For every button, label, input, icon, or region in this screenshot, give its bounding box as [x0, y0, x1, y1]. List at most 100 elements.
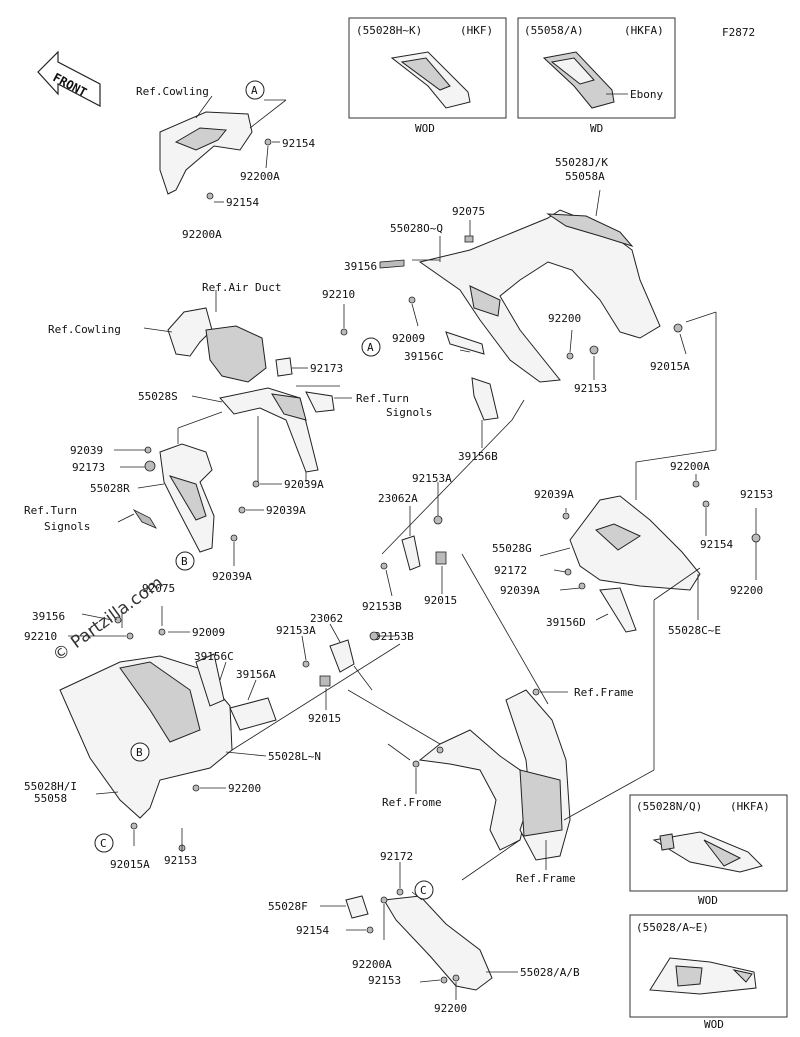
- part-label: 55028C~E: [668, 624, 721, 637]
- part-label: 39156A: [236, 668, 276, 681]
- air-duct-group: [143, 290, 352, 473]
- upper-cowling-group: [159, 95, 287, 203]
- part-label: 92153: [368, 974, 401, 987]
- svg-text:B: B: [136, 746, 143, 759]
- part-label: 92200: [228, 782, 261, 795]
- part-label: 92039A: [212, 570, 252, 583]
- part-label: 92210: [24, 630, 57, 643]
- under-cover-group: [320, 862, 518, 1000]
- svg-text:A: A: [251, 84, 258, 97]
- part-label: 55028S: [138, 390, 178, 403]
- part-label: 92200: [548, 312, 581, 325]
- svg-text:(HKFA): (HKFA): [624, 24, 664, 37]
- part-label: 55028L~N: [268, 750, 321, 763]
- callout-c-low: C: [94, 833, 114, 853]
- part-label: 23062A: [378, 492, 418, 505]
- center-bracket-group: [380, 399, 549, 705]
- part-label: 92154: [282, 137, 315, 150]
- part-label: 92200A: [352, 958, 392, 971]
- svg-text:(HKF): (HKF): [460, 24, 493, 37]
- left-lower-fairing: [59, 606, 401, 852]
- svg-text:(HKFA): (HKFA): [730, 800, 770, 813]
- svg-text:(55028/A~E): (55028/A~E): [636, 921, 709, 934]
- svg-text:B: B: [181, 555, 188, 568]
- svg-text:WD: WD: [590, 122, 603, 135]
- part-label: 92200A: [182, 228, 222, 241]
- part-label: 55028/A/B: [520, 966, 580, 979]
- part-label: 92153: [164, 854, 197, 867]
- part-label: 92154: [226, 196, 259, 209]
- part-label: 92153A: [412, 472, 452, 485]
- part-label: 92153A: [276, 624, 316, 637]
- part-label: 92172: [380, 850, 413, 863]
- svg-text:(55028N/Q): (55028N/Q): [636, 800, 702, 813]
- callout-a-mid: A: [361, 337, 381, 357]
- inset-hkf: (55028H~K) (HKF) WOD: [348, 17, 507, 135]
- part-label: 92039A: [266, 504, 306, 517]
- part-label: 92009: [192, 626, 225, 639]
- part-label: 92173: [310, 362, 343, 375]
- callout-b-mid: B: [175, 551, 195, 571]
- callout-b-low: B: [130, 742, 150, 762]
- part-label: Ref.Frame: [516, 872, 576, 885]
- part-label: 92075: [452, 205, 485, 218]
- part-label: 92154: [296, 924, 329, 937]
- svg-text:C: C: [420, 884, 427, 897]
- part-label: 39156B: [458, 450, 498, 463]
- part-label: 55028H/I: [24, 780, 77, 793]
- figure-code: F2872: [722, 26, 755, 39]
- part-label: 92015: [308, 712, 341, 725]
- part-label: 92039A: [500, 584, 540, 597]
- part-label: 55028G: [492, 542, 532, 555]
- part-label: 55028O~Q: [390, 222, 443, 235]
- watermark: © Partzilla.com: [49, 573, 167, 666]
- part-label: Ref.Turn: [24, 504, 77, 517]
- part-label: 92015A: [110, 858, 150, 871]
- svg-text:WOD: WOD: [698, 894, 718, 907]
- part-label: 92009: [392, 332, 425, 345]
- part-label: Ref.Cowling: [136, 85, 209, 98]
- svg-text:WOD: WOD: [415, 122, 435, 135]
- part-label: 55028F: [268, 900, 308, 913]
- part-label: 92200A: [240, 170, 280, 183]
- part-label: Signols: [44, 520, 90, 533]
- part-label: 92200A: [670, 460, 710, 473]
- part-label: 92153B: [362, 600, 402, 613]
- callout-c-low2: C: [414, 880, 434, 900]
- part-label: Signols: [386, 406, 432, 419]
- part-label: 23062: [310, 612, 343, 625]
- svg-text:C: C: [100, 837, 107, 850]
- part-label: 92173: [72, 461, 105, 474]
- svg-text:Ebony: Ebony: [630, 88, 663, 101]
- part-label: 92210: [322, 288, 355, 301]
- part-label: Ref.Frome: [382, 796, 442, 809]
- part-label: 55058A: [565, 170, 605, 183]
- part-label: 39156D: [546, 616, 586, 629]
- inset-a-e: (55028/A~E) WOD: [629, 914, 788, 1031]
- part-label: 55058: [34, 792, 67, 805]
- bracket-23062: [301, 623, 396, 710]
- left-inner-panel: [114, 411, 307, 566]
- svg-text:(55058/A): (55058/A): [524, 24, 584, 37]
- right-lower-panel: [539, 311, 761, 633]
- svg-text:A: A: [367, 341, 374, 354]
- part-label: Ref.Frame: [574, 686, 634, 699]
- part-label: 55028R: [90, 482, 130, 495]
- upper-right-fairing: [340, 189, 687, 448]
- part-label: 39156: [344, 260, 377, 273]
- part-label: 92039: [70, 444, 103, 457]
- part-label: 92015A: [650, 360, 690, 373]
- front-arrow-icon: FRONT: [37, 50, 101, 107]
- part-label: 92154: [700, 538, 733, 551]
- part-label: 92015: [424, 594, 457, 607]
- part-label: 92172: [494, 564, 527, 577]
- part-label: Ref.Turn: [356, 392, 409, 405]
- part-label: 92153B: [374, 630, 414, 643]
- inset-hkfa: (55058/A) (HKFA) Ebony WD: [517, 17, 676, 135]
- svg-text:(55028H~K): (55028H~K): [356, 24, 422, 37]
- part-label: Ref.Cowling: [48, 323, 121, 336]
- part-label: 92075: [142, 582, 175, 595]
- part-label: 92039A: [284, 478, 324, 491]
- frame-group: [347, 567, 701, 881]
